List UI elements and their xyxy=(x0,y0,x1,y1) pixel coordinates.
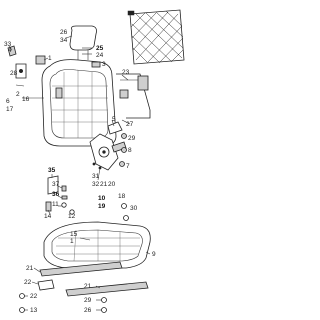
callout-22: 22 xyxy=(24,279,32,286)
seat-back xyxy=(41,59,117,147)
callout-labels: 33 26 34 25 24 1 3 4 28 23 2 16 6 17 27 … xyxy=(4,29,156,314)
callout-37: 37 xyxy=(52,181,60,188)
leader-lines xyxy=(8,35,151,311)
seat-rail xyxy=(19,203,149,313)
callout-20: 20 xyxy=(108,181,116,188)
callout-11: 11 xyxy=(52,201,59,208)
parts-diagram: 33 26 34 25 24 1 3 4 28 23 2 16 6 17 27 … xyxy=(4,9,185,314)
callout-19: 19 xyxy=(98,203,106,210)
bolt xyxy=(119,133,127,167)
clip-part xyxy=(7,45,17,57)
callout-3: 3 xyxy=(102,61,106,68)
callout-34: 34 xyxy=(60,37,68,44)
callout-17: 17 xyxy=(6,106,14,113)
callout-33: 33 xyxy=(4,41,12,48)
callout-21-rail: 21 xyxy=(26,265,34,272)
callout-29: 29 xyxy=(128,135,136,142)
callout-8: 8 xyxy=(128,147,132,154)
callout-2: 2 xyxy=(16,91,20,98)
callout-35: 35 xyxy=(48,167,56,174)
callout-22-bolt: 22 xyxy=(30,293,38,300)
cap-part xyxy=(91,61,101,68)
callout-36: 36 xyxy=(52,191,60,198)
callout-13: 13 xyxy=(30,307,38,314)
callout-24: 24 xyxy=(96,52,104,59)
callout-31: 31 xyxy=(92,173,100,180)
callout-16: 16 xyxy=(22,96,30,103)
callout-26: 26 xyxy=(60,29,68,36)
seat-cushion xyxy=(43,221,151,269)
callout-23: 23 xyxy=(122,69,130,76)
seat-back-frame xyxy=(116,73,151,119)
callout-10: 10 xyxy=(98,195,106,202)
callout-7: 7 xyxy=(126,163,130,170)
callout-14: 14 xyxy=(44,213,52,220)
callout-21: 21 xyxy=(100,181,108,188)
callout-25: 25 xyxy=(96,45,104,52)
callout-12: 12 xyxy=(68,213,76,220)
seat-back-net xyxy=(127,9,185,65)
callout-30: 30 xyxy=(130,205,138,212)
callout-27: 27 xyxy=(126,121,134,128)
callout-9: 9 xyxy=(152,251,156,258)
fastener-set xyxy=(45,175,75,215)
callout-5: 5 xyxy=(112,116,116,123)
callout-32: 32 xyxy=(92,181,100,188)
recliner-mechanism xyxy=(89,121,127,171)
callout-18: 18 xyxy=(118,193,126,200)
headrest xyxy=(69,25,97,60)
callout-1: 1 xyxy=(48,55,52,62)
callout-21-bottom: 21 xyxy=(84,283,92,290)
callout-15: 15 xyxy=(70,231,78,238)
callout-28: 28 xyxy=(10,70,18,77)
callout-29-bottom: 29 xyxy=(84,297,92,304)
hinge-cover xyxy=(15,63,27,79)
callout-1-cushion: 1 xyxy=(70,238,74,245)
callout-26-bottom: 26 xyxy=(84,307,92,314)
guide-part xyxy=(35,55,46,65)
callout-4: 4 xyxy=(8,47,12,54)
callout-6: 6 xyxy=(6,98,10,105)
